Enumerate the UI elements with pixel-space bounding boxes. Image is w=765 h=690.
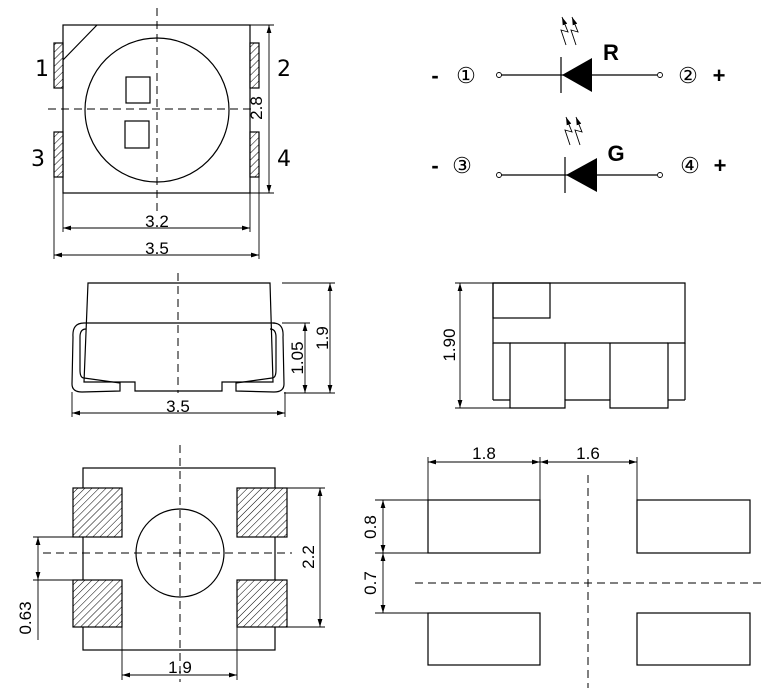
pin1-chamfer	[62, 24, 98, 61]
lead-left	[71, 322, 121, 393]
minus-sign: -	[431, 153, 438, 178]
pin-label-3: 3	[31, 147, 45, 172]
pin-label-1: 1	[35, 57, 49, 82]
plus-sign: +	[714, 153, 727, 178]
dim-label-1-9: 1.9	[168, 658, 192, 677]
lead-right	[235, 322, 285, 393]
pin-circle-2: ②	[678, 64, 698, 89]
dim-label-1-05: 1.05	[288, 341, 307, 374]
dim-label-2-2: 2.2	[299, 545, 318, 569]
pin-label-4: 4	[277, 147, 291, 172]
schematic-red: - ① R ② +	[431, 16, 726, 93]
dim-label-1-90: 1.90	[440, 328, 459, 361]
dim-label-3-5: 3.5	[145, 239, 169, 258]
recommended-footprint: 1.8 1.6 0.8 0.7	[361, 444, 762, 688]
dim-label-3-5: 3.5	[166, 397, 190, 416]
side-view: 1.9 1.05 3.5	[71, 273, 335, 417]
dim-label-2-8: 2.8	[247, 96, 266, 120]
bottom-body-outline	[82, 467, 276, 651]
pad-1	[53, 42, 64, 89]
dim-label-3-2: 3.2	[145, 212, 169, 231]
label-g: G	[607, 141, 624, 166]
dim-label-1-8: 1.8	[472, 444, 496, 463]
diode-red-icon	[562, 58, 592, 92]
top-view: 1 2 3 4 2.8 3.2 3.5	[31, 8, 291, 259]
dim-label-1-9: 1.9	[313, 326, 332, 350]
pin-circle-3: ③	[452, 154, 472, 179]
pad-3	[53, 131, 64, 178]
lens-circle	[84, 37, 230, 183]
label-r: R	[603, 40, 619, 65]
end-body-outline	[492, 282, 686, 409]
bottom-view: 2.2 0.63 1.9	[16, 445, 325, 682]
minus-sign: -	[431, 63, 438, 88]
plus-sign: +	[713, 63, 726, 88]
dim-label-0-63: 0.63	[16, 601, 35, 634]
end-view: 1.90	[440, 282, 686, 409]
dim-label-1-6: 1.6	[576, 444, 600, 463]
dim-label-0-7: 0.7	[361, 571, 380, 595]
side-body-outline	[83, 282, 274, 392]
diode-green-icon	[566, 158, 597, 192]
dim-label-0-8: 0.8	[361, 515, 380, 539]
chip-red	[125, 76, 151, 104]
schematic-green: - ③ G ④ +	[431, 116, 727, 193]
pin-circle-1: ①	[456, 64, 476, 89]
pin-circle-4: ④	[680, 154, 700, 179]
pin-label-2: 2	[277, 57, 291, 82]
pad-4	[249, 131, 260, 178]
chip-green	[124, 120, 150, 149]
pad-2	[249, 42, 260, 89]
